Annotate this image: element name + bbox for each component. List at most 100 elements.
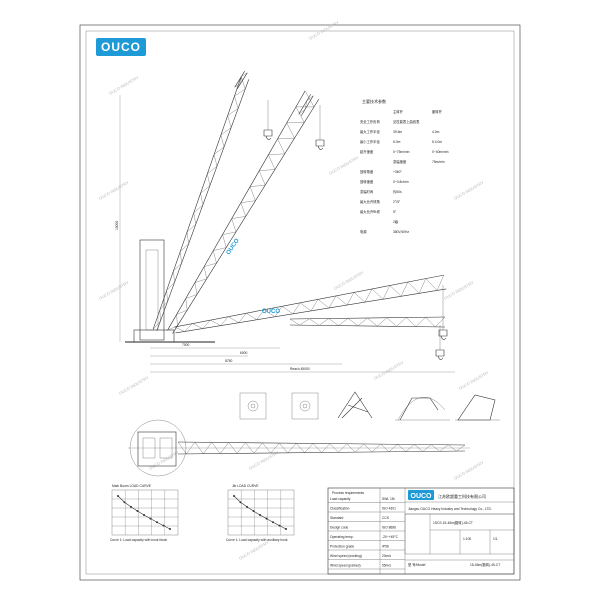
- spec-cell: 回转速度: [360, 179, 374, 184]
- requirement-label: Classification: [330, 507, 350, 511]
- requirement-value: ISO 4301: [382, 507, 396, 511]
- detail-tripod: [338, 392, 372, 418]
- spec-cell: 电源: [360, 229, 367, 234]
- title-block: Process requirements Load capacity SWL 15…: [328, 488, 514, 574]
- spec-cell: 6.0m: [393, 140, 401, 144]
- requirement-label: Wind speed (working): [330, 554, 362, 558]
- load-point: [279, 525, 281, 527]
- company-name-en: Jiangsu OUCO Heavy Industry and Technolo…: [408, 507, 492, 511]
- spec-cell: 0~40m/min: [432, 150, 449, 154]
- hook-block-1: [264, 100, 272, 140]
- height-dimension: 15000: [115, 221, 119, 230]
- drawing-title: 1SCS-15-45m(箱臂)-45-CT: [433, 520, 473, 525]
- requirements-header: Process requirements: [332, 491, 364, 495]
- ouco-logo: OUCO: [96, 38, 146, 56]
- spec-cell: 380V,50Hz: [393, 230, 409, 234]
- spec-cell: 0~0.8r/min: [393, 180, 409, 184]
- elevation-view: OUCO OUCO 15000 7000 6000 8750 Reach 450…: [115, 71, 455, 372]
- sheet-value: 1/1: [493, 537, 498, 541]
- drawing-number: 15-45m(箱臂)-45-CT: [470, 562, 500, 567]
- watermark-text: OUCO INDUSTRY: [98, 280, 130, 301]
- model-label: 型 号/Model: [408, 562, 426, 567]
- detail-side-view: [455, 395, 500, 420]
- load-chart-2-legend: Curve 1: Load capacity with auxiliary ho…: [226, 538, 288, 542]
- spec-cell: 副臂杆: [432, 109, 443, 114]
- load-point: [156, 521, 158, 523]
- load-curve: [118, 496, 170, 529]
- company-name-cn: 江苏欧超重工科技有限公司: [438, 493, 486, 499]
- load-point: [169, 528, 171, 530]
- boom-truss-main: [167, 91, 318, 334]
- spec-cell: 安全工作负荷: [360, 119, 380, 124]
- watermark-text: OUCO INDUSTRY: [98, 180, 130, 201]
- watermark-text: OUCO INDUSTRY: [238, 540, 270, 561]
- boom-truss-horizontal: [174, 275, 446, 333]
- plan-view: [128, 420, 470, 476]
- load-point: [246, 506, 248, 508]
- load-chart-1-legend: Curve 1: Load capacity with hook block: [110, 538, 168, 542]
- load-point: [150, 518, 152, 520]
- load-point: [233, 495, 235, 497]
- watermark-text: OUCO INDUSTRY: [118, 375, 150, 396]
- load-point: [124, 501, 126, 503]
- hook-block-3: [439, 285, 447, 340]
- spec-cell: 变幅速度: [393, 159, 407, 164]
- boom-truss-vertical: [153, 77, 249, 331]
- spec-cell: 最小工作半径: [360, 139, 380, 144]
- load-point: [285, 528, 287, 530]
- spec-cell: 起升速度: [360, 149, 374, 154]
- requirement-value: ISO 8686: [382, 526, 396, 530]
- requirement-value: CCS: [382, 516, 390, 520]
- load-point: [272, 521, 274, 523]
- requirement-value: SWL 15t: [382, 497, 395, 501]
- spec-cell: 主臂杆: [393, 109, 404, 114]
- load-chart-1: Main Boom LOAD CURVE Curve 1: Load capac…: [110, 484, 178, 542]
- detail-arc-view: [395, 397, 450, 420]
- logo-text: OUCO: [101, 40, 141, 54]
- load-curve: [234, 496, 286, 529]
- dimension-a: 7000: [182, 343, 190, 347]
- detail-square-2: [292, 393, 318, 419]
- spec-cell: 最大工作半径: [360, 129, 380, 134]
- watermark-text: OUCO INDUSTRY: [308, 20, 340, 41]
- requirement-label: Load capacity: [330, 497, 351, 501]
- watermark-text: OUCO INDUSTRY: [453, 180, 485, 201]
- boom-truss-lower: [290, 317, 445, 327]
- watermark-text: OUCO INDUSTRY: [108, 75, 140, 96]
- load-point: [163, 525, 165, 527]
- spec-cell: 回转角度: [360, 169, 374, 174]
- load-point: [259, 514, 261, 516]
- requirement-value: IP56: [382, 545, 389, 549]
- mast: [146, 250, 158, 330]
- spec-cell: 约60s: [393, 189, 402, 194]
- watermark-text: OUCO INDUSTRY: [458, 370, 490, 391]
- title-logo-text: OUCO: [411, 493, 433, 500]
- spec-cell: 0~75m/min: [393, 150, 410, 154]
- watermark-text: OUCO INDUSTRY: [328, 155, 360, 176]
- load-point: [117, 495, 119, 497]
- hook-block-2: [316, 105, 324, 150]
- load-chart-2-title: Jib LOAD CURVE: [232, 484, 259, 488]
- horizontal-dimensions: 7000 6000 8750 Reach 45000: [150, 343, 455, 372]
- load-chart-2: Jib LOAD CURVE Curve 1: Load capacity wi…: [226, 484, 294, 542]
- requirement-value: 20m/s: [382, 554, 391, 558]
- spec-cell: 变幅时间: [360, 189, 373, 194]
- requirement-value: -20~+45°C: [382, 535, 399, 539]
- title-logo: OUCO: [408, 490, 434, 500]
- spec-cell: 最大允许纵倾: [360, 209, 380, 214]
- spec-cell: 5.4.0m: [432, 140, 442, 144]
- dimension-length: Reach 45000: [290, 367, 310, 371]
- boom-brand-label-2: OUCO: [262, 309, 280, 315]
- detail-views: [240, 392, 500, 420]
- requirement-label: Operating temp.: [330, 535, 354, 539]
- spec-cell: 2级: [393, 219, 399, 224]
- load-chart-1-title: Main Boom LOAD CURVE: [112, 484, 152, 488]
- dimension-c: 8750: [225, 359, 233, 363]
- load-point: [266, 518, 268, 520]
- watermark-text: OUCO INDUSTRY: [373, 360, 405, 381]
- spec-cell: 39.5m: [393, 130, 402, 134]
- scale-value: 1:100: [463, 537, 471, 541]
- watermark-text: OUCO INDUSTRY: [148, 450, 180, 471]
